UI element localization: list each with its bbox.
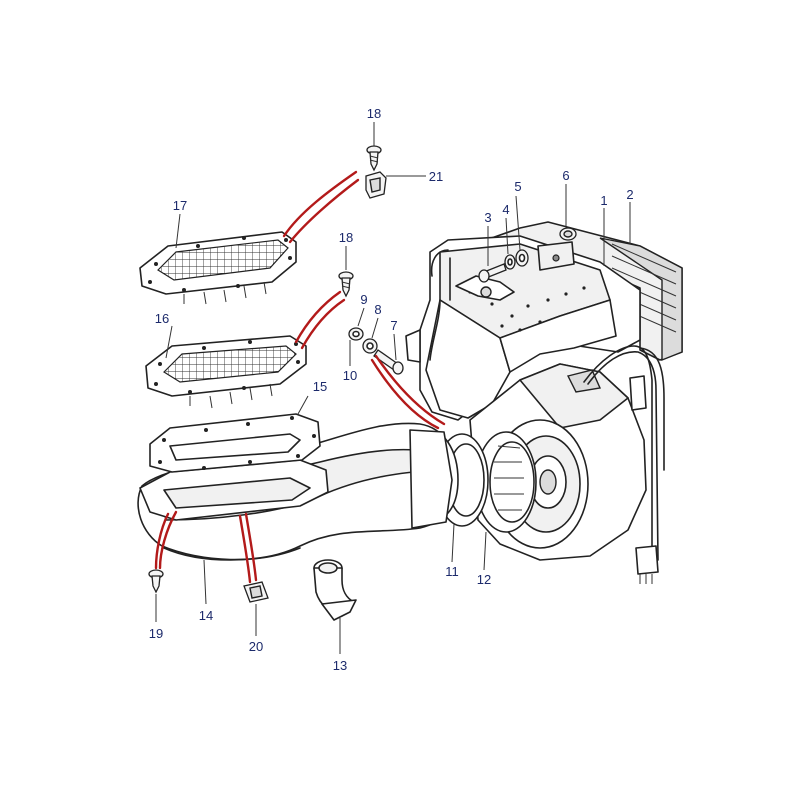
screw-19 <box>148 569 164 594</box>
callout-14: 14 <box>199 608 213 623</box>
clip-21 <box>365 171 387 199</box>
grille-lower <box>145 335 307 409</box>
gasket <box>149 413 321 473</box>
callout-17: 17 <box>173 198 187 213</box>
callout-20: 20 <box>249 639 263 654</box>
washer-4 <box>504 254 516 270</box>
callout-7: 7 <box>390 318 397 333</box>
callout-21: 21 <box>429 169 443 184</box>
assembly-lines <box>154 170 446 584</box>
callout-9: 9 <box>360 292 367 307</box>
callout-4: 4 <box>502 202 509 217</box>
elbow-outlet <box>313 559 357 621</box>
washer-8 <box>362 338 378 354</box>
callout-13: 13 <box>333 658 347 673</box>
callout-19: 19 <box>149 626 163 641</box>
callout-11: 11 <box>445 564 459 579</box>
callouts: 1 2 3 4 5 6 7 8 9 10 11 12 13 14 15 16 1… <box>149 106 634 673</box>
nut-9 <box>348 327 364 341</box>
callout-18-lower: 18 <box>339 230 353 245</box>
screw-18-upper <box>366 145 382 172</box>
leader-lines <box>155 122 631 654</box>
callout-8: 8 <box>374 302 381 317</box>
washer-5 <box>515 249 529 267</box>
callout-5: 5 <box>514 179 521 194</box>
bolt-3 <box>478 263 507 283</box>
grommet-6 <box>559 227 577 241</box>
callout-3: 3 <box>484 210 491 225</box>
callout-6: 6 <box>562 168 569 183</box>
callout-16: 16 <box>155 311 169 326</box>
callout-15: 15 <box>313 379 327 394</box>
callout-2: 2 <box>626 187 633 202</box>
bolt-7 <box>373 349 404 375</box>
callout-10: 10 <box>343 368 357 383</box>
callout-1: 1 <box>600 193 607 208</box>
callout-12: 12 <box>477 572 491 587</box>
air-duct <box>137 422 459 561</box>
grille-upper <box>139 231 297 305</box>
screw-18-lower <box>338 271 354 298</box>
clip-20 <box>243 581 269 603</box>
wiring-harness <box>583 345 665 584</box>
callout-18-upper: 18 <box>367 106 381 121</box>
